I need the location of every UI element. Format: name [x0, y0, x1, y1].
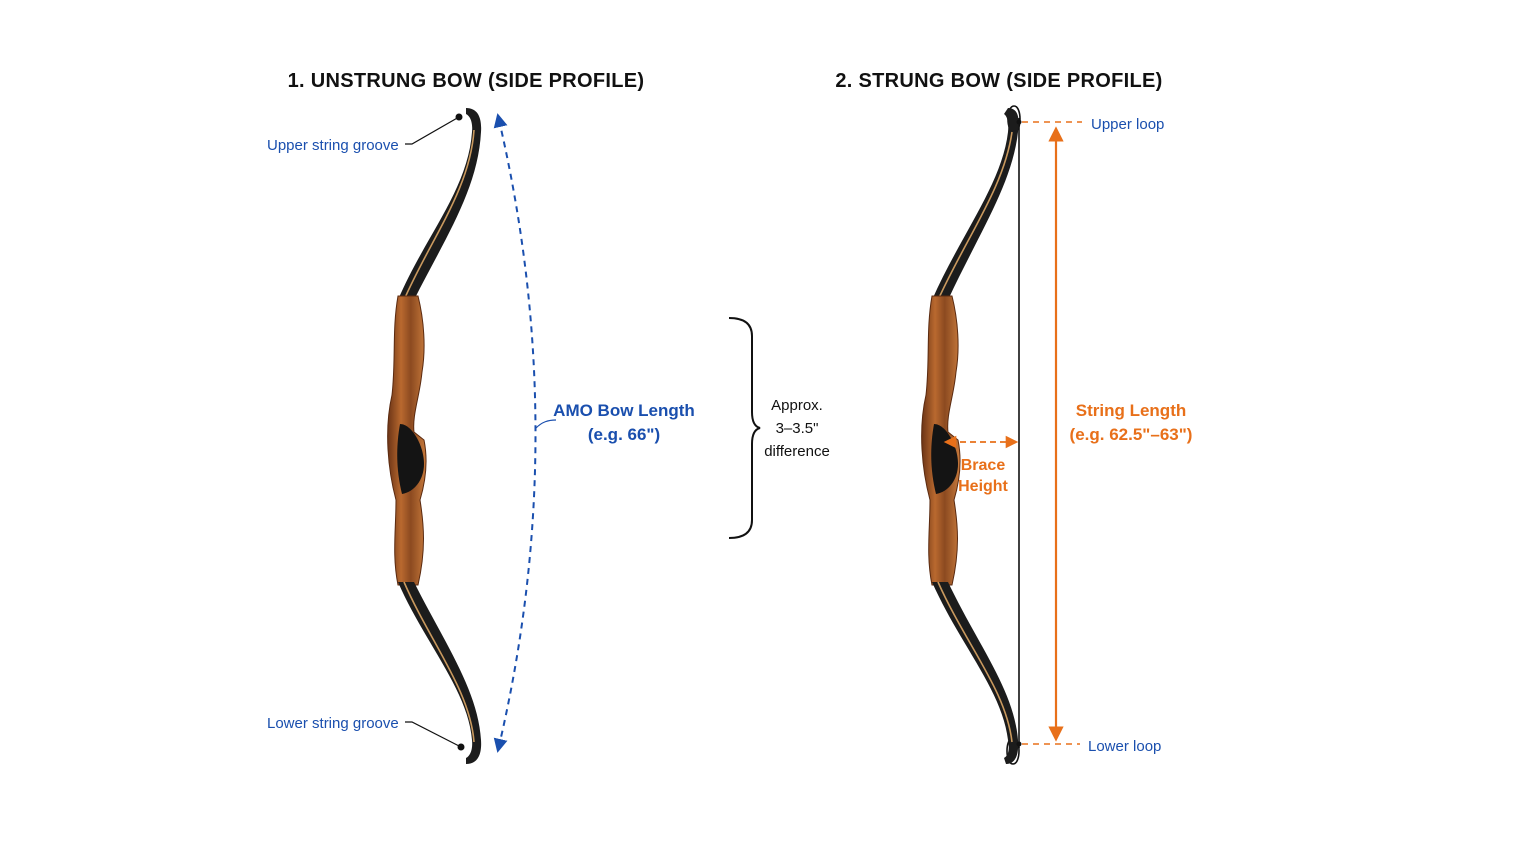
unstrung-title: 1. UNSTRUNG BOW (SIDE PROFILE)	[288, 70, 645, 92]
lower-groove-leader	[405, 721, 462, 748]
amo-label-line2: (e.g. 66")	[588, 425, 660, 444]
lower-groove-label: Lower string groove	[267, 715, 399, 732]
amo-label-line1: AMO Bow Length	[553, 401, 695, 420]
unstrung-lower-limb	[398, 582, 482, 764]
difference-brace	[728, 317, 761, 539]
upper-groove-leader	[405, 116, 460, 145]
unstrung-bow	[387, 108, 482, 764]
upper-groove-label: Upper string groove	[267, 137, 399, 154]
unstrung-upper-limb	[398, 108, 482, 300]
difference-line1: Approx.	[771, 397, 823, 414]
unstrung-panel: 1. UNSTRUNG BOW (SIDE PROFILE) Upper str…	[267, 70, 695, 764]
difference-line3: difference	[764, 443, 830, 460]
brace-height-line1: Brace	[961, 457, 1006, 474]
difference-line2: 3–3.5"	[776, 420, 819, 437]
upper-loop-dot	[1016, 119, 1022, 125]
string-length-line1: String Length	[1076, 401, 1186, 420]
strung-title: 2. STRUNG BOW (SIDE PROFILE)	[835, 70, 1162, 92]
upper-loop-label: Upper loop	[1091, 116, 1164, 133]
unstrung-upper-limb-edge	[403, 129, 475, 301]
difference-annotation: Approx. 3–3.5" difference	[728, 317, 830, 539]
brace-height-line2: Height	[958, 478, 1008, 495]
amo-leader	[535, 419, 557, 429]
strung-upper-limb	[932, 108, 1019, 300]
strung-lower-limb-edge	[937, 581, 1013, 743]
amo-length-arrow	[493, 113, 537, 753]
strung-lower-limb	[932, 582, 1019, 764]
lower-loop-dot	[1016, 741, 1022, 747]
lower-loop-label: Lower loop	[1088, 738, 1161, 755]
string-length-line2: (e.g. 62.5"–63")	[1070, 425, 1193, 444]
strung-bow	[921, 105, 1021, 765]
unstrung-grip	[397, 424, 424, 494]
strung-panel: 2. STRUNG BOW (SIDE PROFILE) Upper loop …	[835, 70, 1193, 765]
unstrung-lower-limb-edge	[403, 581, 475, 743]
strung-upper-limb-edge	[937, 131, 1013, 301]
